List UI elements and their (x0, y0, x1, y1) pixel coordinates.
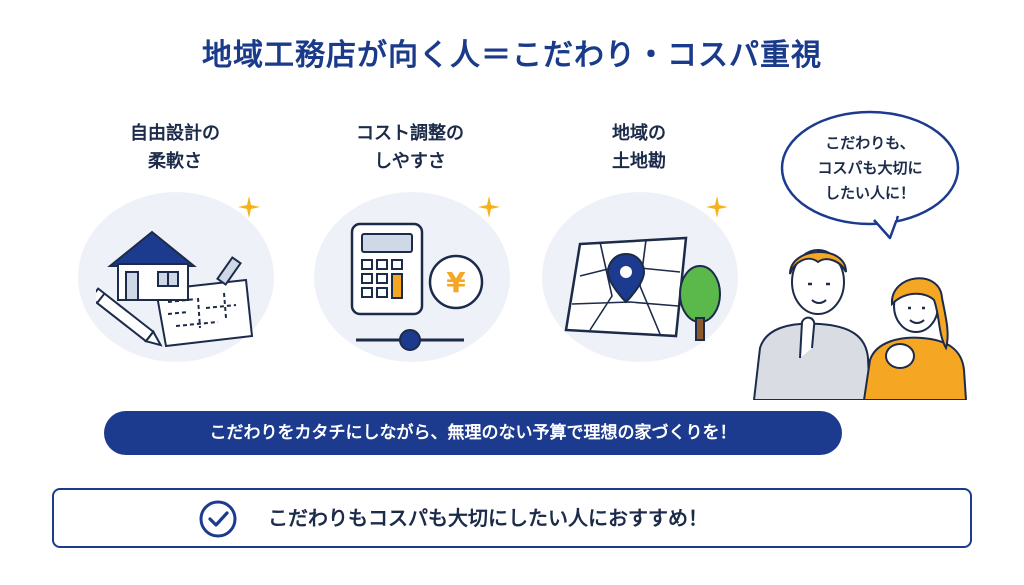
calculator-yen-icon: ¥ (350, 222, 484, 351)
feature-label: コスト調整の しやすさ (356, 123, 464, 172)
feature-label: 自由設計の 柔軟さ (130, 123, 220, 172)
sparkle-icon (706, 196, 728, 218)
sparkle-icon (478, 196, 500, 218)
recommendation-box: こだわりもコスパも大切にしたい人におすすめ！ (52, 488, 972, 548)
feature-label: 地域の 土地勘 (612, 123, 666, 172)
sparkle-icon (238, 196, 260, 218)
tagline-banner: こだわりをカタチにしながら、無理のない予算で理想の家づくりを！ (104, 411, 842, 455)
house-blueprint-icon (96, 230, 254, 348)
check-circle-icon (199, 500, 237, 538)
map-pin-tree-icon (564, 236, 721, 341)
couple-illustration (752, 249, 968, 400)
svg-text:¥: ¥ (446, 266, 466, 299)
page-title: 地域工務店が向く人＝こだわり・コスパ重視 (202, 38, 822, 73)
speech-bubble-text: こだわりも、 コスパも大切に したい人に！ (817, 134, 923, 202)
recommendation-text: こだわりもコスパも大切にしたい人におすすめ！ (268, 506, 708, 530)
speech-bubble (780, 110, 960, 240)
